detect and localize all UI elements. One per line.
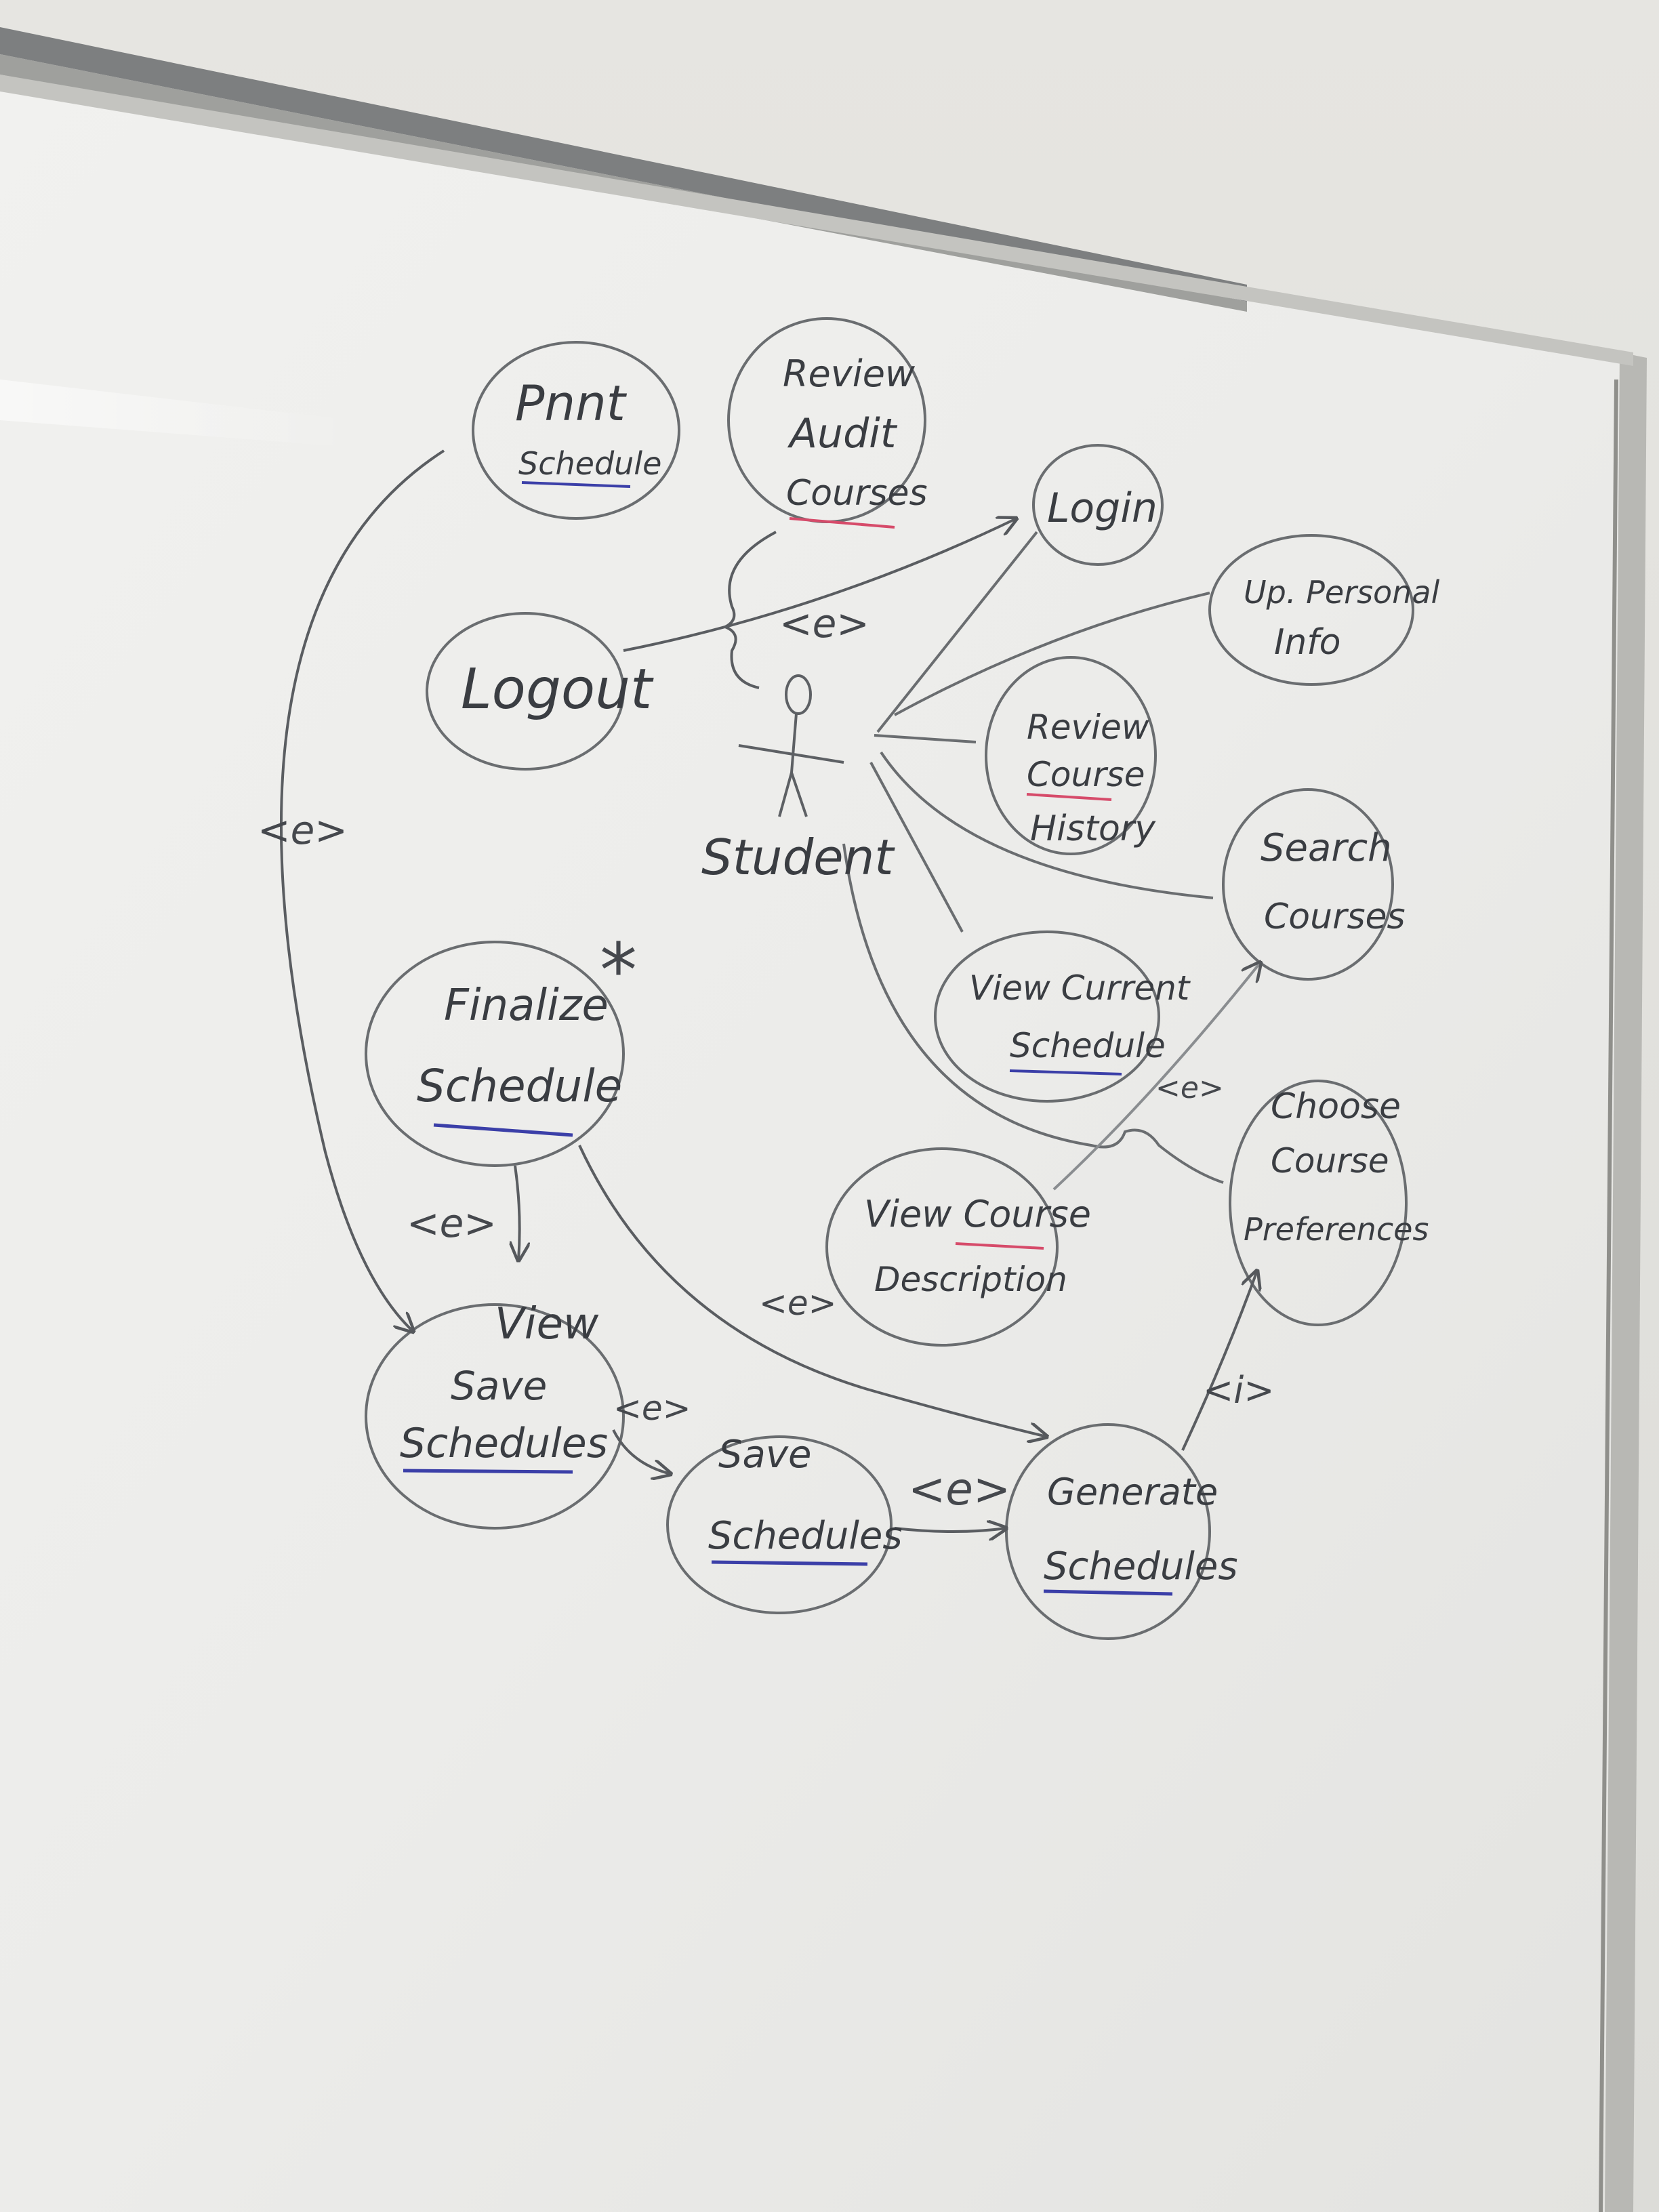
uc-generate-label-1: Generate [1047, 1471, 1218, 1513]
board-top-edge [0, 75, 1633, 366]
rel-view-saved-save [612, 1429, 671, 1474]
uc-review-history [985, 656, 1157, 855]
label-extend-login: <e> [779, 600, 869, 647]
uc-update-info [1208, 534, 1414, 686]
uc-view-current [934, 930, 1160, 1103]
uc-choose-label-3: Preferences [1244, 1211, 1429, 1248]
rel-desc-search [1052, 962, 1261, 1191]
assoc-update-info [894, 592, 1210, 716]
board-frame-right [1605, 352, 1647, 2212]
uc-audit-label-1: Review [783, 352, 916, 395]
rel-audit-brace [722, 531, 777, 689]
uc-search-label-1: Search [1261, 826, 1392, 870]
uc-info-label-1: Up. Personal [1244, 574, 1440, 611]
star-mark: * [600, 927, 637, 1014]
assoc-search [880, 751, 1214, 899]
uc-save-label-1: Save [718, 1433, 811, 1477]
uc-current-underline [1009, 1069, 1122, 1076]
uc-login-label: Login [1047, 485, 1158, 532]
uc-history-label-2: Course [1027, 755, 1145, 794]
assoc-login [876, 531, 1038, 733]
uc-choose-preferences [1229, 1080, 1408, 1326]
label-extend-desc: <e> [1155, 1071, 1224, 1105]
uc-print-schedule [472, 341, 680, 520]
uc-search-courses [1222, 788, 1394, 981]
uc-viewsaved-underline [403, 1469, 573, 1474]
board-surface [0, 88, 1633, 2212]
actor-label: Student [701, 829, 895, 886]
uc-history-label-3: History [1030, 808, 1156, 849]
uc-print-label-2: Schedule [518, 445, 661, 482]
board-frame-right-edge [1599, 379, 1618, 2212]
assoc-view-current [869, 762, 964, 933]
uc-generate-underline [1043, 1589, 1173, 1596]
label-extend-print: <e> [258, 807, 348, 853]
uc-print-underline [521, 481, 631, 488]
uc-desc-underline [955, 1242, 1044, 1250]
uc-save-schedules [666, 1435, 893, 1614]
uc-viewsaved-label-1: View [495, 1299, 599, 1349]
rel-generate-choose [1181, 1271, 1257, 1451]
uc-view-description [825, 1147, 1059, 1347]
uc-print-label-1: Pnnt [515, 375, 628, 432]
uc-viewsaved-label-2: Save [451, 1363, 547, 1409]
rel-logout-login [623, 518, 1017, 652]
uc-audit-underline [789, 517, 895, 529]
uc-finalize-label-1: Finalize [444, 981, 609, 1031]
uc-save-underline [711, 1560, 868, 1566]
uc-finalize-schedule [365, 941, 625, 1167]
uc-choose-label-2: Course [1271, 1141, 1389, 1181]
label-extend-save-generate: <e> [908, 1463, 1010, 1515]
uc-current-label-2: Schedule [1010, 1026, 1166, 1065]
label-extend-generate: <e> [759, 1284, 837, 1323]
label-include: <i> [1203, 1369, 1275, 1412]
uc-info-label-2: Info [1274, 622, 1340, 663]
marker-tray [0, 27, 1247, 302]
assoc-review-history [874, 734, 977, 743]
uc-audit-label-3: Courses [786, 473, 928, 514]
uc-view-saved [365, 1303, 625, 1530]
uc-search-label-2: Courses [1264, 897, 1406, 937]
uc-history-underline [1026, 793, 1112, 801]
uc-desc-label-2: Description [874, 1260, 1067, 1299]
glare [0, 380, 352, 447]
label-extend-finalize: <e> [407, 1200, 497, 1246]
uc-logout [426, 612, 625, 771]
uc-generate-label-2: Schedules [1044, 1544, 1238, 1589]
uc-logout-label: Logout [461, 657, 654, 722]
uc-finalize-label-2: Schedule [417, 1060, 622, 1112]
uc-audit-label-2: Audit [787, 410, 898, 457]
uc-current-label-1: View Current [969, 968, 1191, 1008]
assoc-choose-pref [842, 843, 1224, 1184]
rel-finalize-generate [578, 1145, 1047, 1437]
rel-finalize-view-saved [515, 1165, 520, 1261]
uc-finalize-underline [433, 1123, 573, 1137]
uc-save-label-2: Schedules [708, 1514, 903, 1558]
uc-history-label-1: Review [1027, 708, 1149, 747]
uc-desc-label-1: View Course [864, 1193, 1091, 1235]
rel-print-view-saved [279, 449, 445, 1332]
rel-save-generate [894, 1528, 1006, 1532]
label-extend-save: <e> [613, 1389, 691, 1428]
actor-student [738, 674, 844, 817]
uc-choose-label-1: Choose [1271, 1086, 1401, 1127]
uc-login [1032, 444, 1164, 566]
uc-viewsaved-label-3: Schedules [400, 1420, 608, 1467]
